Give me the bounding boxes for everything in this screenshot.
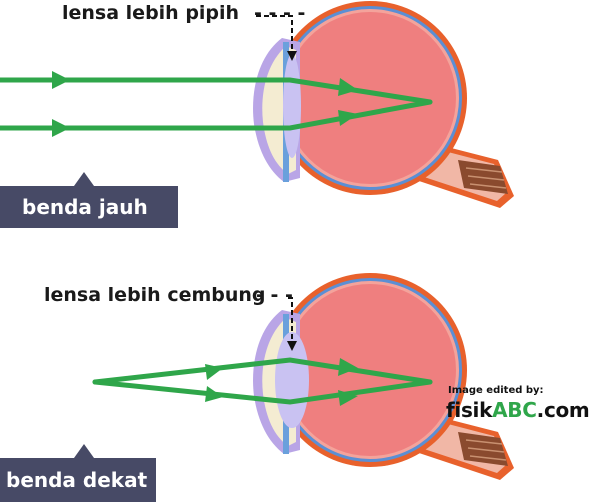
bottom-lens-label: lensa lebih cembung bbox=[44, 284, 266, 306]
bottom-ray-arrow bbox=[338, 358, 358, 376]
credit-site-part1: fisik bbox=[446, 398, 493, 422]
bottom-ray-arrow bbox=[205, 386, 223, 402]
top-lens-label: lensa lebih pipih bbox=[62, 2, 240, 24]
top-object-tag: benda jauh bbox=[0, 186, 178, 228]
bottom-ray-lower bbox=[92, 379, 433, 405]
top-ray-arrow bbox=[338, 78, 358, 96]
top-ray-lower bbox=[0, 99, 433, 131]
credit-site-part2: ABC bbox=[492, 398, 537, 422]
top-lens-flat bbox=[283, 54, 301, 158]
bottom-light-rays bbox=[92, 357, 433, 405]
credit-site: fisikABC.com bbox=[446, 398, 590, 422]
credit-caption: Image edited by: bbox=[448, 385, 544, 396]
bottom-lens-convex bbox=[275, 332, 309, 428]
top-ray-arrows bbox=[52, 71, 358, 137]
top-light-rays bbox=[0, 77, 433, 131]
bottom-lens-dash: - - - bbox=[256, 284, 293, 306]
bottom-ray-arrow bbox=[205, 364, 223, 380]
top-eye-vitreous bbox=[284, 12, 456, 184]
top-lens-dash: - - - - bbox=[254, 2, 306, 24]
bottom-lens-leader bbox=[287, 297, 297, 351]
bottom-eye bbox=[92, 273, 514, 480]
top-lens-leader bbox=[256, 15, 297, 61]
bottom-eye-vitreous bbox=[284, 284, 456, 456]
bottom-ray-arrow bbox=[338, 390, 358, 406]
top-object-label: benda jauh bbox=[22, 195, 148, 219]
bottom-tag-pointer bbox=[74, 444, 94, 458]
bottom-ray-arrows bbox=[205, 358, 358, 406]
credit-site-part3: .com bbox=[536, 398, 590, 422]
top-ray-arrow bbox=[338, 110, 358, 126]
top-eye bbox=[0, 1, 514, 208]
bottom-object-tag: benda dekat bbox=[0, 458, 156, 502]
bottom-ray-upper bbox=[92, 357, 433, 385]
bottom-object-label: benda dekat bbox=[6, 468, 148, 492]
top-tag-pointer bbox=[74, 172, 94, 186]
top-ray-upper bbox=[0, 77, 433, 105]
top-ray-arrow bbox=[52, 119, 70, 137]
top-ray-arrow bbox=[52, 71, 70, 89]
